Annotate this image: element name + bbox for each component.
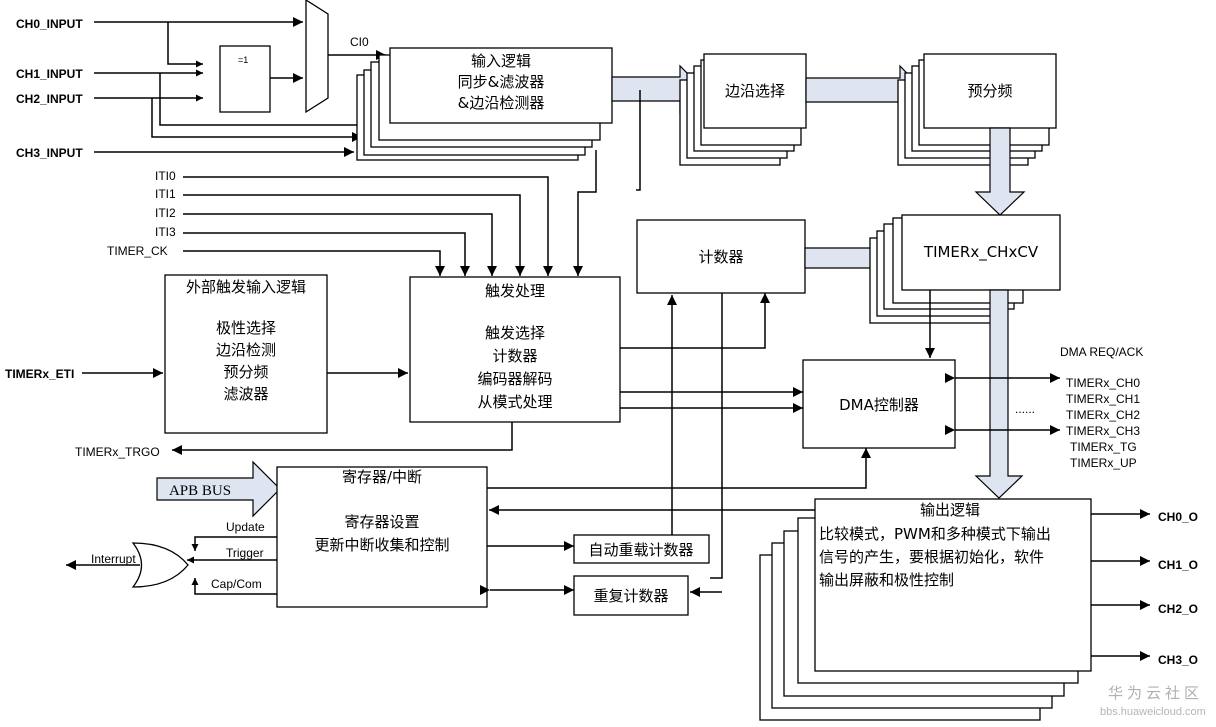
capcom-label: Cap/Com [211,577,262,591]
dma-signal-wires [945,373,1060,435]
output-logic-block [814,498,1092,672]
xor-label: =1 [238,55,248,65]
trigger-to-counter-wire [620,293,770,349]
apb-bus-arrow [156,460,281,518]
input-logic-title: 输入逻辑 [471,52,531,70]
trgo-label: TIMERx_TRGO [75,445,160,459]
xor-gate: =1 [219,45,303,113]
input-logic-block [389,47,613,124]
registers-line2: 更新中断收集和控制 [314,536,449,554]
ch2-wires [94,94,362,142]
apb-bus-label: APB BUS [169,483,231,499]
repetition-label: 重复计数器 [593,587,668,605]
dma-signal-list: TIMERx_CH0 TIMERx_CH1 TIMERx_CH2 TIMERx_… [1066,376,1140,470]
iti1-label: ITI1 [155,187,176,201]
input-mux: CI0 [305,0,386,114]
trigger-line2: 计数器 [492,347,537,365]
edge-select-block [703,53,807,129]
dma-signal-ch0: TIMERx_CH0 [1066,376,1140,390]
input-logic-stack: 输入逻辑 同步&滤波器 &边沿检测器 [356,47,613,161]
iti0-label: ITI0 [155,169,176,183]
registers-line1: 寄存器设置 [344,513,419,531]
counter-to-repetition-wire [710,293,723,579]
iti2-label: ITI2 [155,206,176,220]
timer-ck-label: TIMER_CK [107,244,168,258]
trigger-line4: 从模式处理 [477,393,552,411]
output-wires [1091,509,1150,661]
dma-label: DMA控制器 [839,396,919,414]
ext-trigger-line3: 预分频 [223,363,268,381]
fat-arrow-to-output [974,289,1024,499]
iti-lines: ITI0 ITI1 ITI2 ITI3 TIMER_CK [107,90,641,276]
trigger-line1: 触发选择 [485,324,545,342]
interrupt-lines: Update Trigger Cap/Com [187,520,277,595]
interrupt-label: Interrupt [91,552,136,566]
fat-arrow-to-chxcv [974,127,1026,216]
repetition-block: 重复计数器 [573,575,689,616]
counter-block: 计数器 [636,219,806,294]
output-logic-stack: 输出逻辑 比较模式，PWM和多种模式下输出 信号的产生，要根据初始化，软件 输出… [759,498,1092,721]
dma-signal-ch3: TIMERx_CH3 [1066,424,1140,438]
eti-label: TIMERx_ETI [5,367,74,381]
ch0-wires [94,17,303,68]
registers-block: 寄存器/中断 寄存器设置 更新中断收集和控制 [276,466,488,608]
dma-signal-ch2: TIMERx_CH2 [1066,408,1140,422]
trgo-wire [172,422,513,455]
dma-block: DMA控制器 [802,359,956,449]
edge-select-stack: 边沿选择 [679,53,807,166]
ch2-output-label: CH2_O [1158,602,1198,616]
watermark-name: 华为云社区 [1108,684,1203,702]
ext-trigger-title: 外部触发输入逻辑 [186,278,306,296]
ext-trigger-line4: 滤波器 [223,385,268,403]
iti3-label: ITI3 [155,225,176,239]
edge-select-label: 边沿选择 [725,82,785,100]
or-gate [131,542,189,588]
trigger-int-label: Trigger [226,546,264,560]
trigger-line3: 编码器解码 [477,370,552,388]
counter-label: 计数器 [698,248,743,266]
watermark-url: bbs.huaweicloud.com [1100,706,1206,718]
input-logic-line1: 同步&滤波器 [458,73,545,91]
ch0-output-label: CH0_O [1158,510,1198,524]
chxcv-label: TIMERx_CHxCV [923,243,1039,262]
output-line1: 比较模式，PWM和多种模式下输出 [819,525,1051,543]
output-line3: 输出屏蔽和极性控制 [819,571,954,589]
trigger-block: 触发处理 触发选择 计数器 编码器解码 从模式处理 [409,276,621,423]
ch3-output-label: CH3_O [1158,653,1198,667]
ext-trigger-line1: 极性选择 [216,319,276,337]
dma-signal-ch1: TIMERx_CH1 [1066,392,1140,406]
chxcv-block [901,214,1061,291]
prescaler-label: 预分频 [967,82,1012,100]
trigger-title: 触发处理 [485,282,545,300]
dma-req-ack-label: DMA REQ/ACK [1060,345,1143,359]
ext-trigger-block: 外部触发输入逻辑 极性选择 边沿检测 预分频 滤波器 [164,274,328,434]
ci0-label: CI0 [350,35,369,49]
prescaler-block [923,53,1057,129]
ext-trigger-line2: 边沿检测 [216,341,276,359]
chxcv-stack: TIMERx_CHxCV [869,214,1061,324]
dma-signal-tg: TIMERx_TG [1070,440,1137,454]
autoreload-label: 自动重载计数器 [588,541,693,559]
ch0-input-label: CH0_INPUT [16,17,83,31]
prescaler-stack: 预分频 [897,53,1057,166]
ch1-wires [94,69,370,130]
ch1-input-label: CH1_INPUT [16,67,83,81]
ch3-input-label: CH3_INPUT [16,146,83,160]
output-title: 输出逻辑 [920,501,980,519]
registers-to-dma-wire [487,448,871,489]
registers-title: 寄存器/中断 [342,468,422,486]
autoreload-block: 自动重载计数器 [573,534,710,564]
output-line2: 信号的产生，要根据初始化，软件 [819,548,1044,566]
input-logic-line2: &边沿检测器 [458,94,545,112]
dma-signal-up: TIMERx_UP [1070,456,1137,470]
dma-dots: ...... [1015,402,1035,416]
ch1-output-label: CH1_O [1158,558,1198,572]
update-label: Update [226,520,265,534]
ch2-input-label: CH2_INPUT [16,92,83,106]
